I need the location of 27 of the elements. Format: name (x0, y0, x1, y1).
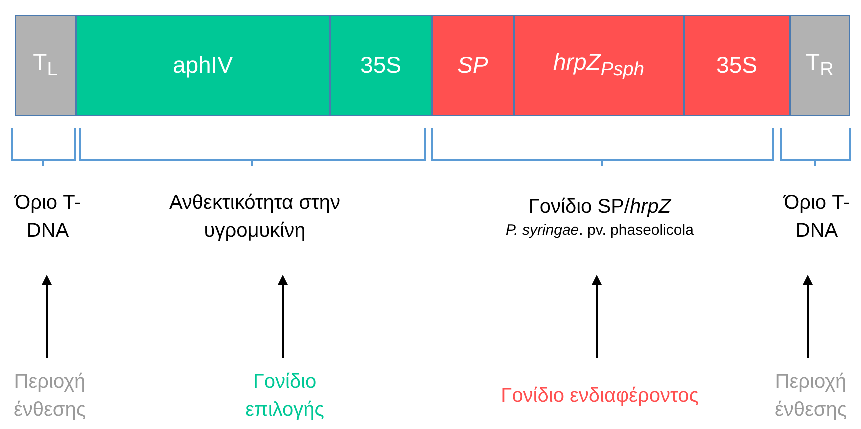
arrow (42, 275, 52, 358)
gene-segment (684, 15, 790, 116)
segment-label: aphIV (172, 52, 234, 79)
gene-segment (15, 15, 76, 116)
category-text: Γονίδιο ενδιαφέροντος (501, 384, 699, 409)
arrow (803, 275, 813, 358)
segment-label: SP (458, 52, 488, 79)
segment-label: 35S (716, 52, 758, 79)
gene-segment (790, 15, 850, 116)
segment-label: T$_{R}$ (806, 49, 834, 82)
description-text: Γονίδιο SP/hrpZ (528, 195, 672, 220)
arrow (592, 275, 602, 358)
gene-segment (330, 15, 432, 116)
category-text: Περιοχή ένθεσης (12, 370, 88, 423)
gene-segment (514, 15, 684, 116)
category-text: Περιοχή ένθεσης (774, 370, 848, 423)
segment-label: 35S (360, 52, 402, 79)
segment-label: hrpZ$_{Psph}$ (554, 49, 644, 82)
gene-segment (432, 15, 514, 116)
gene-segment (76, 15, 330, 116)
description-text: Ανθεκτικότητα στην υγρομυκίνη (168, 191, 342, 244)
description-text: P. syringae. pv. phaseolicola (506, 221, 694, 241)
segment-label: T$_{L}$ (33, 49, 58, 82)
description-text: Όριο T-DNA (782, 191, 851, 244)
description-text: Όριο T-DNA (14, 191, 82, 244)
arrow (278, 275, 288, 358)
category-text: Γονίδιο επιλογής (244, 370, 326, 423)
